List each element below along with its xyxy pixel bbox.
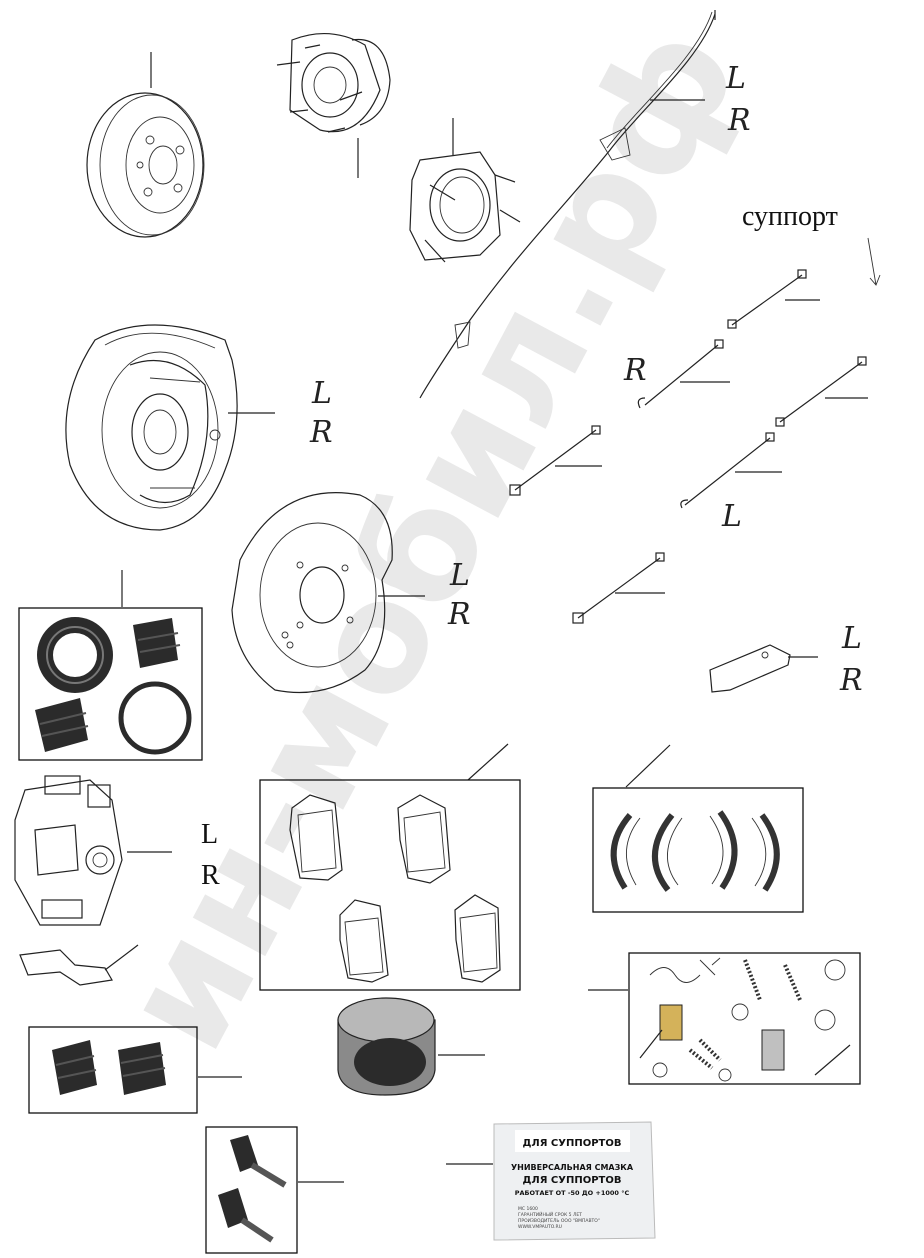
brake-pads[interactable] [259,743,521,991]
anti-rattle-clip[interactable] [19,944,139,986]
dust-shield-l-label: L [449,558,470,593]
backing-plate-r-label: R [309,415,333,450]
caliper-piston[interactable] [337,997,485,1096]
brake-caliper[interactable]: L R [14,775,220,926]
grease-line3: РАБОТАЕТ ОТ -50 ДО +1000 °С [515,1189,630,1197]
hub-flange[interactable] [409,118,521,263]
brake-hose-6[interactable] [572,552,665,624]
dust-shield-r-label: R [447,597,471,632]
brake-hardware-kit[interactable] [588,952,861,1085]
support-label: суппорт [742,201,838,232]
backing-plate-l-label: L [311,376,332,411]
grease-top-title: ДЛЯ СУППОРТОВ [523,1138,622,1149]
brake-hose-3[interactable] [775,356,868,427]
brake-hose-1[interactable] [727,269,820,329]
support-arrow-icon [867,237,881,286]
grease-small3: ПРОИЗВОДИТЕЛЬ ООО "ВМПАВТО" [518,1218,600,1224]
dust-shield[interactable]: L R [231,492,471,693]
handbrake-cable[interactable]: L R [419,10,751,399]
caliper-l-label: L [201,819,218,850]
grease-small1: МС 1600 [518,1206,538,1212]
grease-small4: WWW.VMPAUTO.RU [518,1224,562,1230]
brake-hose-4[interactable] [509,425,602,496]
grease-line1: УНИВЕРСАЛЬНАЯ СМАЗКА [511,1163,634,1172]
hose-l-label: L [721,499,742,534]
grease-small2: ГАРАНТИЙНЫЙ СРОК 5 ЛЕТ [518,1211,582,1218]
wheel-hub[interactable] [276,32,391,178]
brake-shoes[interactable] [592,744,804,913]
backing-plate[interactable]: L R [65,324,333,531]
brake-disc[interactable] [86,52,205,238]
brake-hose-2[interactable]: R [623,339,730,409]
caliper-grease-package[interactable]: ДЛЯ СУППОРТОВ УНИВЕРСАЛЬНАЯ СМАЗКА ДЛЯ С… [446,1121,656,1241]
hose-r-label: R [623,353,647,388]
handbrake-cable-r-label: R [727,103,751,138]
lever-l-label: L [841,621,862,656]
seal-kit[interactable] [18,570,203,761]
caliper-r-label: R [201,860,220,891]
handbrake-cable-l-label: L [725,61,746,96]
guide-pin-boots[interactable] [28,1026,242,1114]
lever-r-label: R [839,663,863,698]
brake-hose-5[interactable]: L [680,432,782,534]
grease-line2: ДЛЯ СУППОРТОВ [523,1175,622,1186]
guide-pins[interactable] [205,1126,344,1254]
watermark: ин-мобил.рф [88,0,772,1077]
parking-brake-lever[interactable]: L R [709,621,863,698]
